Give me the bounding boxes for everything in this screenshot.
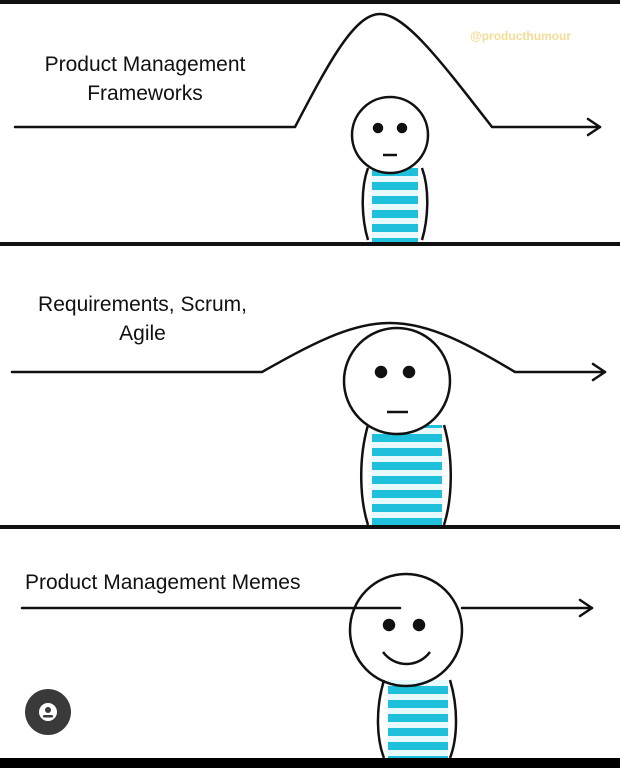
panel2-caption: Requirements, Scrum, Agile [10, 290, 275, 348]
panel2-curve [10, 321, 607, 374]
character-neutral [342, 326, 453, 526]
user-icon [39, 703, 57, 721]
arrow-head-icon [586, 117, 602, 137]
arrow-head-icon [591, 362, 607, 382]
avatar-button[interactable] [25, 689, 71, 735]
panel1-caption: Product Management Frameworks [20, 50, 270, 108]
caption-line: Requirements, Scrum, [38, 293, 247, 316]
bottom-bar [0, 758, 620, 768]
watermark: @producthumour [470, 29, 572, 43]
character-neutral [350, 95, 430, 242]
panel3-caption: Product Management Memes [25, 571, 301, 594]
caption-line: Product Management [44, 53, 246, 76]
character-smiling [348, 572, 464, 759]
arrow-head-icon [578, 598, 594, 618]
panel1-curve [13, 12, 602, 129]
caption-line: Agile [119, 322, 166, 345]
caption-line: Frameworks [87, 82, 203, 105]
